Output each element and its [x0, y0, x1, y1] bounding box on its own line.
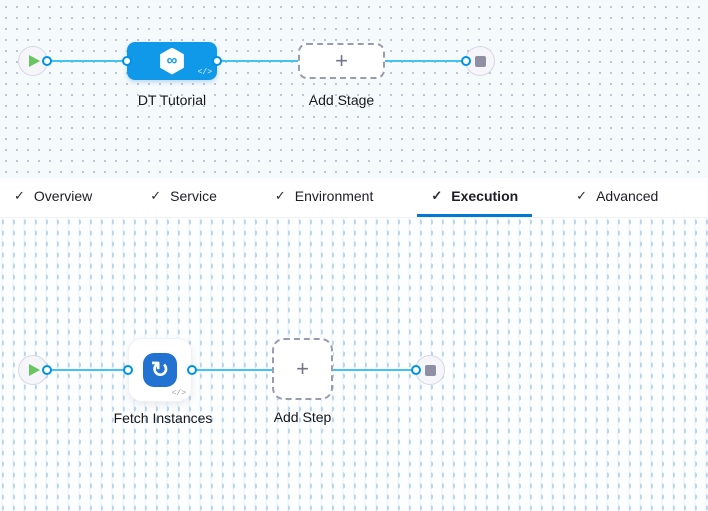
- port-stage-out[interactable]: [212, 56, 222, 66]
- edge-step-to-addstep: [192, 369, 272, 371]
- play-icon: [29, 55, 40, 67]
- check-icon: ✓: [431, 188, 443, 203]
- tab-label: Execution: [451, 188, 519, 204]
- check-icon: ✓: [14, 188, 25, 203]
- play-icon: [29, 364, 40, 376]
- edge-start-to-step: [47, 369, 128, 371]
- tab-service[interactable]: ✓ Service: [136, 178, 231, 217]
- stage-node-dt-tutorial[interactable]: ∞ </>: [127, 42, 217, 80]
- check-icon: ✓: [150, 188, 162, 203]
- plus-icon: +: [296, 356, 309, 381]
- yaml-code-icon: </>: [171, 389, 186, 398]
- port-end-in[interactable]: [411, 365, 421, 375]
- step-node-label: Fetch Instances: [113, 410, 213, 426]
- infinity-glyph: ∞: [166, 51, 178, 69]
- tab-label: Advanced: [596, 188, 659, 204]
- tab-environment[interactable]: ✓ Environment: [261, 178, 388, 217]
- plus-icon: +: [335, 48, 348, 73]
- tab-label: Environment: [294, 188, 374, 204]
- port-step-out[interactable]: [187, 365, 197, 375]
- port-end-in[interactable]: [461, 56, 471, 66]
- check-icon: ✓: [274, 188, 286, 203]
- edge-start-to-stage: [47, 60, 128, 62]
- stage-graph-canvas[interactable]: ∞ </> DT Tutorial + Add Stage: [0, 0, 708, 178]
- add-stage-label: Add Stage: [308, 92, 375, 108]
- stage-config-tabbar: ✓ Overview ✓ Service ✓ Environment ✓ Exe…: [0, 178, 708, 218]
- deployment-stage-icon: ∞: [160, 47, 184, 75]
- stop-icon: [474, 55, 486, 67]
- port-start-out[interactable]: [42, 365, 52, 375]
- edge-addstep-to-end: [333, 369, 416, 371]
- tab-execution[interactable]: ✓ Execution: [417, 178, 533, 217]
- port-start-out[interactable]: [42, 56, 52, 66]
- port-stage-in[interactable]: [122, 56, 132, 66]
- check-icon: ✓: [576, 188, 588, 203]
- tab-overview[interactable]: ✓ Overview: [0, 178, 106, 217]
- add-step-label: Add Step: [273, 409, 332, 425]
- stop-icon: [424, 364, 436, 376]
- edge-stage-to-addstage: [217, 60, 298, 62]
- refresh-glyph: ↻: [150, 357, 170, 382]
- add-step-button[interactable]: +: [272, 338, 333, 400]
- port-step-in[interactable]: [123, 365, 133, 375]
- step-node-fetch-instances[interactable]: ↻ </>: [128, 338, 192, 402]
- stage-node-label: DT Tutorial: [137, 92, 207, 108]
- add-stage-button[interactable]: +: [298, 43, 385, 79]
- tab-label: Service: [170, 188, 217, 204]
- tab-label: Overview: [33, 188, 93, 204]
- edge-addstage-to-end: [385, 60, 466, 62]
- yaml-code-icon: </>: [197, 68, 212, 77]
- execution-graph-canvas[interactable]: ↻ </> Fetch Instances + Add Step: [0, 218, 708, 511]
- fetch-instances-icon: ↻: [143, 353, 177, 387]
- tab-advanced[interactable]: ✓ Advanced: [562, 178, 672, 217]
